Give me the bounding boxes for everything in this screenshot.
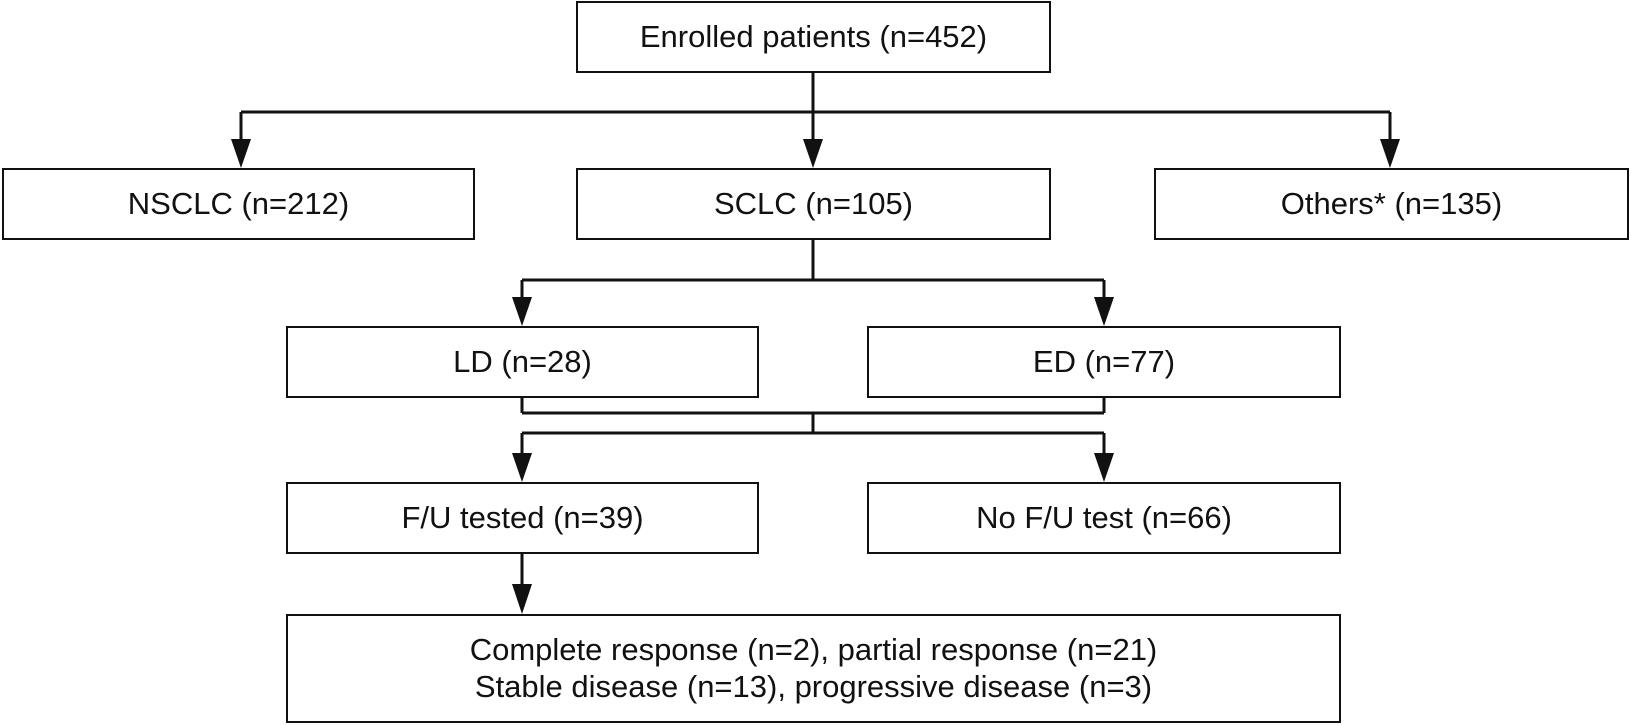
- arrowhead-response: [512, 584, 532, 614]
- response-line-1: Complete response (n=2), partial respons…: [469, 631, 1158, 667]
- nsclc-box: NSCLC (n=212): [2, 168, 475, 240]
- fu-tested-box: F/U tested (n=39): [286, 482, 759, 554]
- fu-tested-label: F/U tested (n=39): [401, 499, 644, 535]
- no-fu-test-box: No F/U test (n=66): [867, 482, 1341, 554]
- arrowhead-ld: [512, 297, 532, 326]
- arrowhead-fu: [512, 453, 532, 482]
- response-line-2: Stable disease (n=13), progressive disea…: [474, 668, 1153, 704]
- others-label: Others* (n=135): [1280, 185, 1503, 221]
- no-fu-test-label: No F/U test (n=66): [976, 499, 1232, 535]
- ld-label: LD (n=28): [453, 343, 592, 379]
- arrowhead-ed: [1094, 297, 1114, 326]
- response-box: Complete response (n=2), partial respons…: [286, 614, 1341, 723]
- sclc-box: SCLC (n=105): [576, 168, 1051, 240]
- arrowhead-others: [1380, 139, 1400, 168]
- sclc-label: SCLC (n=105): [713, 185, 914, 221]
- ld-box: LD (n=28): [286, 326, 759, 398]
- ed-box: ED (n=77): [867, 326, 1341, 398]
- enrolled-patients-label: Enrolled patients (n=452): [639, 18, 988, 54]
- others-box: Others* (n=135): [1154, 168, 1629, 240]
- arrowhead-nofu: [1094, 453, 1114, 482]
- enrolled-patients-box: Enrolled patients (n=452): [576, 1, 1051, 73]
- arrowhead-sclc: [803, 139, 823, 168]
- ed-label: ED (n=77): [1032, 343, 1176, 379]
- arrowhead-nsclc: [231, 139, 251, 168]
- nsclc-label: NSCLC (n=212): [127, 185, 350, 221]
